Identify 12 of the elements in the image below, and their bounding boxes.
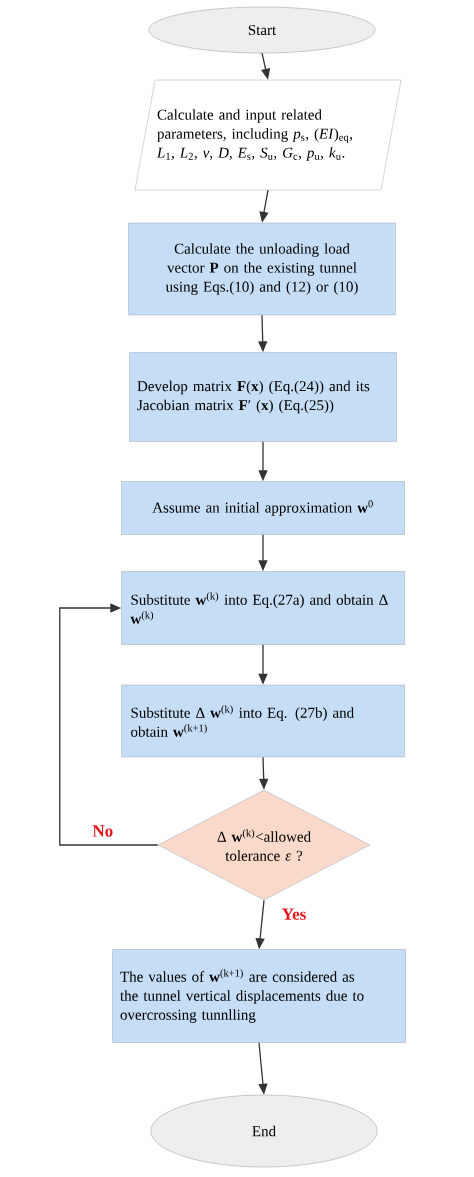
arrow [59, 603, 159, 846]
terminal-oval: Start [148, 6, 376, 54]
process-box: Develop matrix F(x) (Eq.(24)) and its Jacobian matrix F′ (x) (Eq.(25)) [129, 352, 397, 442]
edge-label: No [91, 824, 115, 838]
input-parallelogram: Calculate and input related parameters, including p$_{s}$, (EI)$_{eq}$, L$_{1}$, L$_{2}$, v, D, E$_{s}$, S$_{u}$, G$_{c}$, p$_{u}$, k$_{u}$. [134, 79, 402, 191]
process-box: The values of w$^{(k+1)}$ are considered as the tunnel vertical displacements due to overcrossing tunnlling [112, 949, 406, 1043]
process-box: Substitute Δ w$^{(k)}$ into Eq. (27b) and obtain w$^{(k+1)}$ [121, 684, 405, 758]
edge-label: Yes [280, 907, 308, 921]
process-box: Calculate the unloading load vector P on the existing tunnel using Eqs.(10) and (12) or (10) [128, 222, 396, 316]
process-box: Substitute w$^{(k)}$ into Eq.(27a) and obtain Δ w$^{(k)}$ [121, 571, 405, 645]
terminal-oval: End [150, 1094, 378, 1168]
process-box: Assume an initial approximation w$^{0}$ [121, 481, 405, 535]
